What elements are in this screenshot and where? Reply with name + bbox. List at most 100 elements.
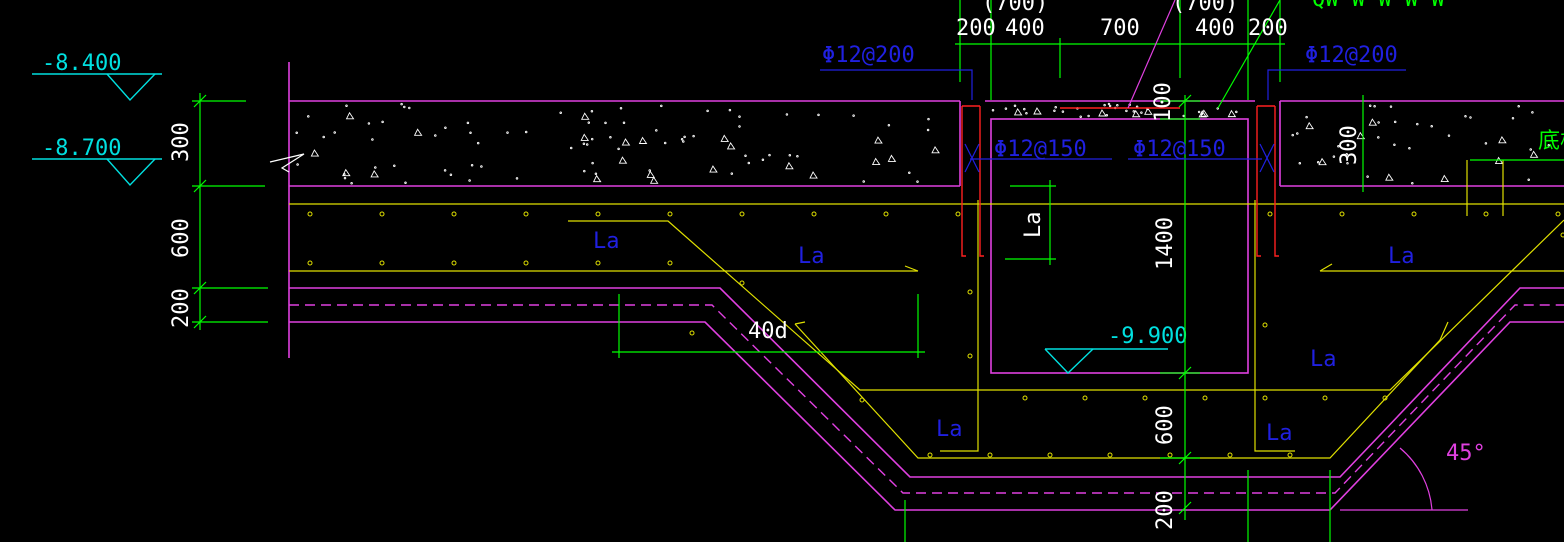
hatch-speck (296, 163, 299, 166)
rebar-section-dot (1082, 395, 1088, 401)
base-layer-2-dashed (289, 304, 1564, 494)
rebar-right-tick (1319, 263, 1333, 272)
dim-left-tick-1 (193, 94, 207, 108)
elev-pit-triangle (1044, 348, 1094, 374)
hatch-aggregate (413, 128, 423, 136)
rebar-section-dot (967, 353, 973, 359)
hatch-speck (1105, 113, 1109, 117)
hatch-speck (1368, 104, 1372, 107)
cross-left-b (964, 143, 980, 173)
hatch-aggregate (1198, 110, 1208, 118)
angle-arc (1399, 447, 1433, 511)
hatch-aggregate (1318, 157, 1327, 166)
hatch-speck (1054, 105, 1057, 109)
hatch-speck (590, 109, 594, 113)
hatch-speck (1053, 109, 1056, 113)
rebar-section-dot (883, 211, 889, 217)
hatch-speck (682, 140, 685, 143)
rebar-section-dot (1107, 452, 1113, 458)
hatch-speck (1332, 155, 1336, 158)
hatch-speck (785, 113, 789, 116)
dim-right-300: 300 (1337, 125, 1362, 165)
hatch-speck (1393, 143, 1396, 147)
hatch-speck (1393, 120, 1397, 124)
hatch-speck (1469, 116, 1472, 119)
hatch-speck (1025, 111, 1028, 115)
rebar-section-dot (1339, 211, 1345, 217)
hatch-speck (1464, 115, 1467, 118)
hatch-aggregate (592, 174, 602, 183)
hatch-speck (1107, 102, 1111, 106)
hatch-speck (343, 176, 347, 180)
hatch-aggregate (1498, 135, 1507, 144)
dim-top-400-right: 400 (1195, 16, 1235, 41)
hatch-aggregate (1385, 173, 1394, 181)
red-bar-left-1 (961, 106, 966, 257)
hatch-aggregate (1305, 121, 1315, 130)
hatch-speck (655, 129, 658, 132)
hatch-speck (403, 105, 406, 109)
rebar-label-underlines (820, 69, 1406, 173)
elev-lower-label: -8.700 (42, 136, 121, 161)
hatch-speck (852, 114, 855, 117)
base-layer-3 (289, 321, 1564, 511)
hatch-speck (1291, 133, 1294, 137)
dim-left-200: 200 (169, 288, 194, 328)
rebar-label-pit-left: Φ12@150 (994, 137, 1087, 162)
hatch-aggregate (370, 170, 379, 178)
hatch-aggregate (649, 176, 659, 184)
hatch-speck (381, 120, 384, 124)
hatch-speck (582, 142, 586, 145)
hatch-speck (408, 106, 411, 110)
hatch-aggregate (1227, 109, 1237, 118)
angle-label: 45° (1446, 441, 1486, 466)
hatch-aggregate (1368, 118, 1378, 126)
hatch-speck (583, 169, 586, 173)
hatch-speck (908, 171, 911, 175)
rebar-section-dot (811, 211, 817, 217)
hatch-aggregate (1098, 109, 1107, 117)
hatch-speck (569, 146, 573, 150)
hatch-speck (1366, 175, 1369, 178)
rebar-section-dot (1142, 395, 1148, 401)
partial-right-edge-text: 底板 (1538, 129, 1564, 154)
hatch-speck (585, 143, 589, 146)
hatch-aggregate (785, 161, 794, 170)
base-layer-1 (289, 287, 1564, 478)
dim-pit-tick-3 (1178, 451, 1192, 465)
red-bar-right-1 (1256, 106, 1261, 257)
hatch-speck (468, 179, 471, 182)
hatch-speck (927, 117, 930, 121)
rebar-section-dot (451, 260, 457, 266)
hatch-speck (587, 121, 591, 124)
hatch-speck (1125, 109, 1128, 113)
hatch-speck (1087, 114, 1090, 118)
hatch-speck (443, 169, 447, 172)
hatch-speck (594, 172, 598, 176)
hatch-speck (1484, 142, 1488, 145)
hatch-speck (449, 173, 453, 176)
elevation-marks (32, 73, 1168, 374)
hatch-aggregate (646, 170, 656, 178)
dim-pit-1400: 1400 (1153, 217, 1178, 270)
structure-outline (269, 62, 1564, 511)
hatch-speck (683, 135, 686, 139)
hatch-speck (738, 115, 741, 118)
hatch-speck (1411, 181, 1414, 185)
hatch-speck (617, 147, 620, 151)
rebar-pit-left (940, 200, 979, 452)
rebar-section-dot (1483, 211, 1489, 217)
rebar-section-dot (1262, 395, 1268, 401)
rebar-section-dot (523, 260, 529, 266)
rebar-section-dot (1555, 211, 1561, 217)
hatch-aggregate (871, 157, 881, 165)
hatch-speck (1547, 143, 1551, 147)
dim-pit-tick-1 (1178, 94, 1192, 108)
dim-top-200-right: 200 (1248, 16, 1288, 41)
hatch-speck (476, 141, 480, 145)
dim-top-700-left-partial: (700) (982, 0, 1048, 16)
hatch-speck (1140, 111, 1143, 114)
hatch-speck (747, 161, 751, 165)
hatch-aggregate (709, 165, 718, 173)
